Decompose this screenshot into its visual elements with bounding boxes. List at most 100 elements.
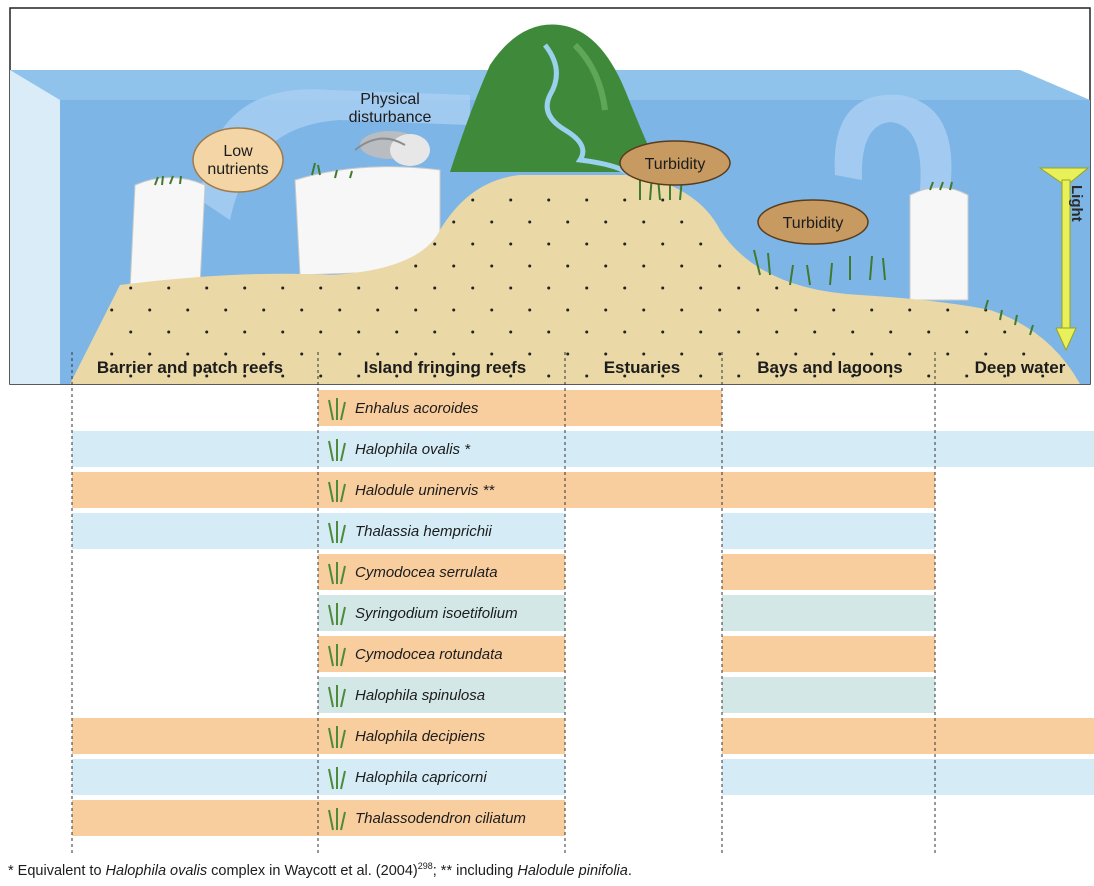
fringing-reef-pillar — [294, 166, 441, 276]
seagrass-species-icon — [328, 521, 346, 544]
low-nutrients-line2: nutrients — [207, 161, 268, 178]
sand-dot — [756, 352, 760, 356]
footnote-italic-1: Halophila ovalis — [105, 862, 208, 879]
footnote-text-3: ; ** including — [432, 862, 518, 879]
sand-dots — [110, 198, 1045, 378]
sand-dot — [528, 308, 532, 312]
species-name: Halophila decipiens — [355, 728, 486, 745]
light-arrow: Light — [1038, 167, 1090, 352]
sand-dot — [851, 374, 855, 378]
footnote-text-1: * Equivalent to — [8, 862, 106, 879]
sand-dot — [927, 330, 931, 334]
sand-dot — [623, 198, 627, 202]
sand-dot — [452, 220, 456, 224]
sand-dot — [775, 330, 779, 334]
sand-dot — [623, 242, 627, 246]
sand-dot — [946, 308, 950, 312]
species-row: Syringodium isoetifolium — [318, 595, 935, 631]
species-name: Thalassia hemprichii — [355, 523, 492, 540]
species-name: Halophila ovalis * — [355, 441, 471, 458]
sand-dot — [357, 374, 361, 378]
sand-dot — [395, 330, 399, 334]
sand-dot — [870, 308, 874, 312]
sand-dot — [661, 374, 665, 378]
sand-dot — [471, 374, 475, 378]
species-row: Thalassodendron ciliatum — [72, 800, 565, 836]
sand-dot — [148, 308, 152, 312]
species-name: Halodule uninervis ** — [355, 482, 495, 499]
species-name: Syringodium isoetifolium — [355, 605, 518, 622]
sand-dot — [870, 352, 874, 356]
species-zone-band — [72, 513, 318, 549]
sand-dot — [699, 242, 703, 246]
sand-dot — [338, 352, 342, 356]
footnote-superscript: 298 — [417, 861, 433, 871]
sand-dot — [680, 308, 684, 312]
sand-dot — [604, 264, 608, 268]
sand-dot — [680, 352, 684, 356]
sand-dot — [965, 374, 969, 378]
sand-dot — [889, 374, 893, 378]
species-row: Thalassia hemprichii — [72, 513, 935, 549]
sand-dot — [775, 286, 779, 290]
sand-dot — [547, 286, 551, 290]
species-zone-band — [318, 636, 565, 672]
island-mountain — [450, 24, 660, 172]
water-current-arc-right — [834, 94, 952, 190]
species-zone-band — [318, 595, 565, 631]
sand-dot — [547, 242, 551, 246]
sand-dot — [452, 352, 456, 356]
sand-dot — [547, 198, 551, 202]
species-name: Cymodocea rotundata — [355, 646, 503, 663]
sand-dot — [433, 374, 437, 378]
sand-dot — [338, 308, 342, 312]
turbidity-bay-badge: Turbidity — [757, 199, 869, 245]
sand-dot — [1003, 374, 1007, 378]
species-zone-band — [318, 472, 565, 508]
sand-dot — [718, 308, 722, 312]
seagrass-species-icon — [328, 644, 346, 667]
sand-dot — [452, 264, 456, 268]
species-zone-band — [722, 595, 935, 631]
footnote-italic-2: Halodule pinifolia — [517, 862, 628, 879]
sand-dot — [566, 220, 570, 224]
species-zone-band — [72, 800, 318, 836]
zone-label-bays: Bays and lagoons — [757, 358, 902, 377]
sand-dot — [110, 352, 114, 356]
species-row: Cymodocea rotundata — [318, 636, 935, 672]
species-zone-band — [318, 431, 565, 467]
turbidity-bay-label: Turbidity — [783, 215, 844, 232]
sand-dot — [167, 374, 171, 378]
sand-dot — [1022, 352, 1026, 356]
sand-dot — [357, 286, 361, 290]
sand-dot — [528, 352, 532, 356]
species-zone-band — [72, 431, 318, 467]
sand-dot — [851, 330, 855, 334]
sand-dot — [414, 308, 418, 312]
sand-dot — [281, 374, 285, 378]
barrier-reef-pillar — [129, 177, 206, 291]
sand-dot — [471, 198, 475, 202]
sand-dot — [509, 330, 513, 334]
sand-dot — [433, 242, 437, 246]
species-row: Halodule uninervis ** — [72, 472, 935, 508]
sand-dot — [832, 308, 836, 312]
sand-dot — [319, 286, 323, 290]
sand-dot — [243, 374, 247, 378]
sand-dot — [889, 330, 893, 334]
species-zone-band — [935, 718, 1094, 754]
seagrass-species-icon — [328, 562, 346, 585]
sand-dot — [300, 308, 304, 312]
sand-dot — [471, 330, 475, 334]
sand-dot — [585, 330, 589, 334]
species-zone-band — [935, 759, 1094, 795]
species-name: Halophila capricorni — [355, 769, 487, 786]
sand-dot — [585, 374, 589, 378]
species-name: Thalassodendron ciliatum — [355, 810, 526, 827]
sand-dot — [509, 374, 513, 378]
sand-dot — [490, 308, 494, 312]
seagrass-species-icon — [328, 767, 346, 790]
sand-dot — [946, 352, 950, 356]
